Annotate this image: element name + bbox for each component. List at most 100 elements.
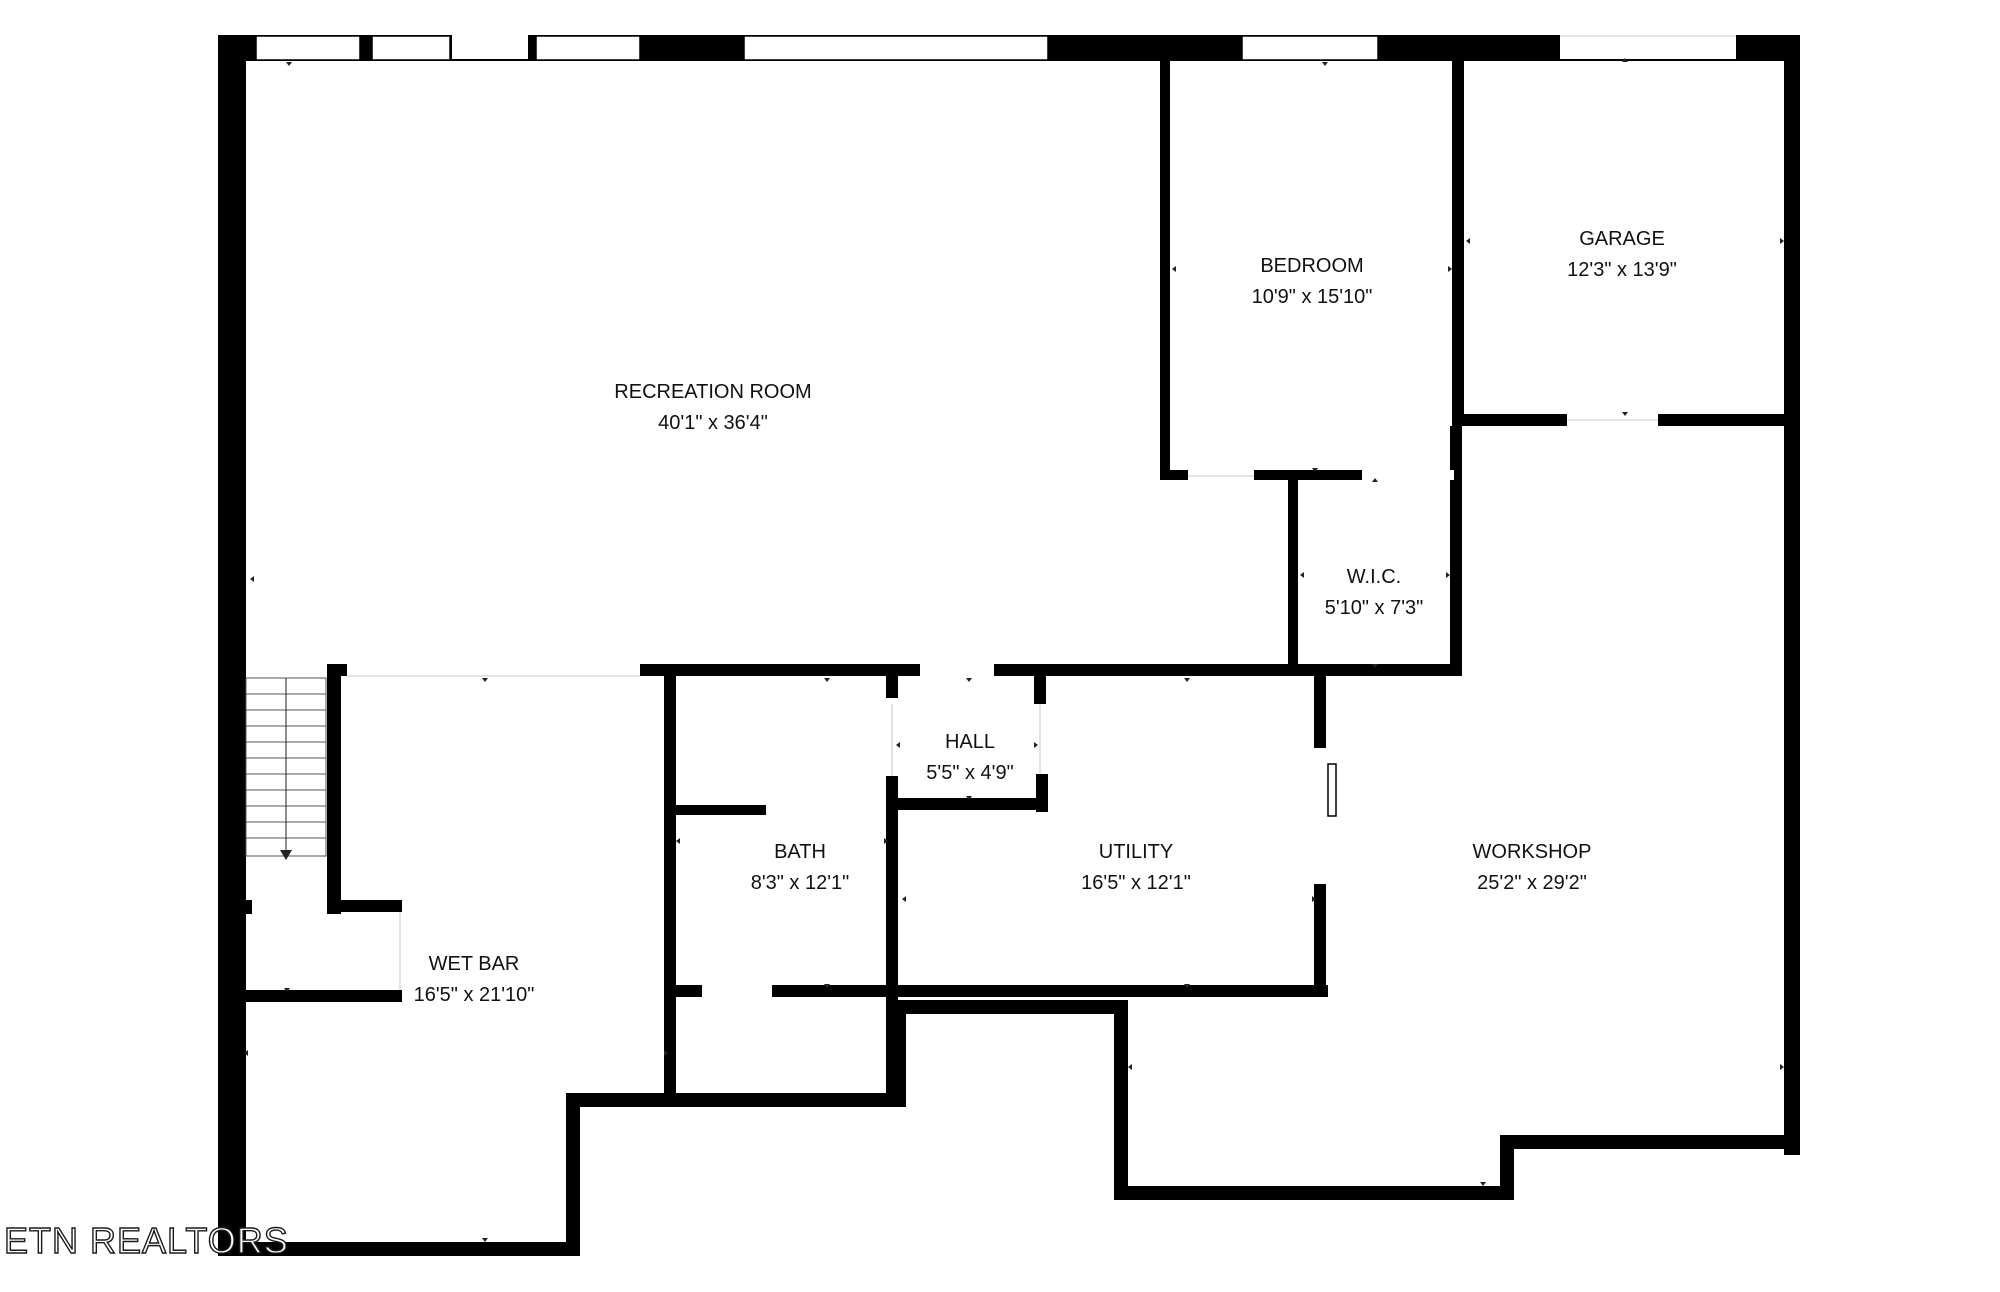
marker	[1622, 58, 1628, 62]
marker	[676, 838, 680, 844]
wall-step-2	[566, 1093, 906, 1107]
room-hall: HALL 5'5" x 4'9"	[926, 731, 1013, 784]
wall-closet-left-stub	[242, 900, 252, 914]
wall-workshop-bottom	[1114, 1186, 1514, 1200]
marker	[1372, 664, 1378, 668]
wall-rec-bottom-a	[640, 664, 920, 676]
room-wic: W.I.C. 5'10" x 7'3"	[1325, 566, 1424, 619]
room-name: WET BAR	[429, 953, 520, 975]
wall-bedroom-bottom-a	[1160, 470, 1188, 480]
room-name: BEDROOM	[1260, 255, 1363, 277]
door-opening	[702, 985, 772, 997]
wall-workshop-step	[1500, 1135, 1514, 1200]
stairs	[245, 677, 327, 860]
wall-closet-bottom	[218, 990, 402, 1002]
room-recreation-room: RECREATION ROOM 40'1" x 36'4"	[614, 381, 811, 434]
room-name: RECREATION ROOM	[614, 381, 811, 403]
marker	[1446, 572, 1450, 578]
wall-bath-bottom-b	[772, 985, 900, 997]
marker	[1780, 238, 1784, 244]
room-dimensions: 8'3" x 12'1"	[751, 872, 850, 894]
wall-utility-right-top	[1314, 664, 1326, 748]
wall-hall-left-top	[886, 676, 898, 698]
marker	[1448, 266, 1452, 272]
marker	[1312, 468, 1318, 472]
room-dimensions: 10'9" x 15'10"	[1252, 286, 1373, 308]
room-dimensions: 5'10" x 7'3"	[1325, 597, 1424, 619]
window	[1241, 35, 1379, 61]
window	[255, 35, 361, 61]
openings	[348, 35, 1736, 997]
walls	[218, 35, 1800, 1256]
marker	[1780, 1064, 1784, 1070]
wall-wic-left	[1288, 470, 1298, 670]
room-dimensions: 5'5" x 4'9"	[926, 762, 1013, 784]
wall-garage-bottom-b	[1658, 414, 1800, 426]
wall-closet-top	[327, 900, 402, 912]
room-dimensions: 12'3" x 13'9"	[1567, 259, 1677, 281]
wall-wic-right	[1450, 426, 1462, 676]
marker	[664, 1050, 668, 1056]
wall-bath-stub	[676, 805, 766, 815]
wall-workshop-left	[1114, 1000, 1128, 1200]
marker	[1312, 896, 1316, 902]
wall-bath-bottom-a	[664, 985, 702, 997]
wall-hall-right-top	[1034, 664, 1046, 704]
wall-step-1	[566, 1093, 580, 1256]
room-name: W.I.C.	[1347, 566, 1401, 588]
room-bath: BATH 8'3" x 12'1"	[751, 841, 850, 894]
marker	[1172, 266, 1176, 272]
marker	[244, 1050, 248, 1056]
marker	[1622, 412, 1628, 416]
marker	[1034, 742, 1038, 748]
room-name: HALL	[945, 731, 995, 753]
marker	[1480, 1182, 1486, 1186]
opening	[348, 664, 640, 676]
marker	[284, 988, 290, 992]
room-dimensions: 25'2" x 29'2"	[1477, 872, 1587, 894]
door-opening	[920, 664, 994, 676]
wall-rec-bottom-b	[994, 664, 1454, 676]
stair-arrow-head	[280, 850, 292, 860]
door-opening	[396, 912, 406, 990]
wall-bath-left	[664, 664, 676, 1100]
room-name: WORKSHOP	[1473, 841, 1592, 863]
wall-bottom-wetbar	[218, 1242, 578, 1256]
wall-hall-bottom	[886, 798, 1048, 810]
wall-wic-top	[1298, 470, 1360, 480]
wall-utility-right-bottom	[1314, 884, 1326, 997]
marker	[1300, 572, 1304, 578]
wall-utility-bottom	[896, 985, 1328, 997]
wall-bedroom-right	[1452, 55, 1464, 425]
wall-stair-cap	[327, 664, 347, 676]
marker	[1322, 62, 1328, 66]
wall-stair-right	[327, 664, 341, 914]
window	[743, 35, 1049, 61]
room-name: GARAGE	[1579, 228, 1665, 250]
marker	[1128, 1064, 1132, 1070]
room-dimensions: 40'1" x 36'4"	[658, 412, 768, 434]
window	[535, 35, 641, 61]
wall-bedroom-left	[1160, 55, 1170, 480]
room-dimensions: 16'5" x 21'10"	[414, 984, 535, 1006]
room-name: BATH	[774, 841, 826, 863]
door-opening	[1188, 470, 1254, 480]
marker	[824, 678, 830, 682]
room-garage: GARAGE 12'3" x 13'9"	[1567, 228, 1677, 281]
window	[371, 35, 451, 61]
marker	[884, 838, 888, 844]
watermark-logo: ETN REALTORS	[4, 1220, 289, 1261]
door-opening	[452, 35, 528, 59]
marker	[1184, 984, 1190, 988]
marker	[896, 742, 900, 748]
room-workshop: WORKSHOP 25'2" x 29'2"	[1473, 841, 1592, 894]
marker	[902, 896, 906, 902]
window	[1327, 763, 1337, 817]
marker	[1184, 678, 1190, 682]
room-utility: UTILITY 16'5" x 12'1"	[1081, 841, 1191, 894]
windows	[255, 35, 1379, 817]
marker	[1372, 478, 1378, 482]
garage-door-opening	[1560, 35, 1736, 59]
wall-step-4	[892, 1000, 1126, 1014]
